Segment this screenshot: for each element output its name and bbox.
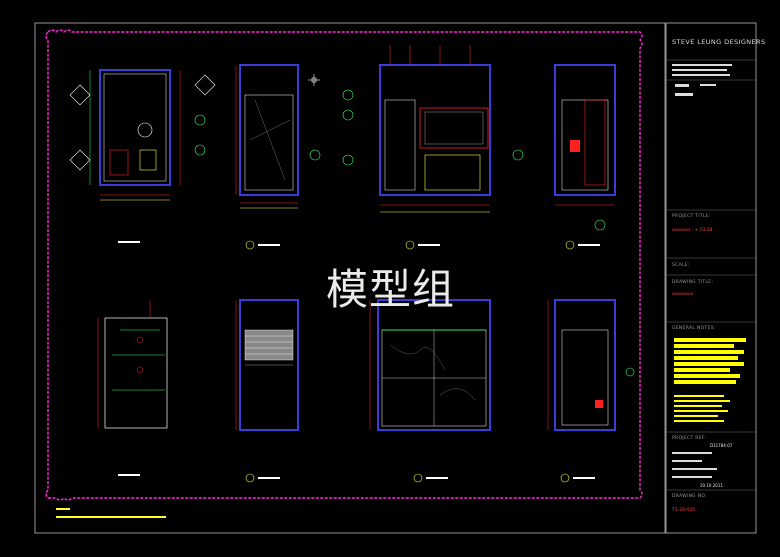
drawing-title-value: xxxxxxxx [672,292,694,297]
elevation-6 [547,299,635,431]
watermark-text: 模型组 [326,265,456,314]
bottom-row-captions [118,473,595,483]
project-title-label: PROJECT TITLE: [672,214,711,219]
ceiling-plan [97,300,168,429]
revision-cloud-border [45,29,643,501]
title-block-frame [665,22,757,534]
crosshair-cursor-icon [308,74,320,86]
elevation-3 [554,64,616,231]
scale-label: SCALE: [672,263,690,268]
elevation-4 [235,299,299,431]
project-ref-value: D11784-07 [710,443,733,448]
project-title-value: xxxxxxx - x-73-28 [672,228,713,233]
drawing-no-value: T3-20-020 [672,508,696,513]
section-marker-icon [69,84,91,106]
bottom-notes [56,508,166,518]
section-marker-icon [194,74,216,96]
section-marker-icon [69,149,91,171]
firm-name: STEVE LEUNG DESIGNERS [672,38,766,46]
top-floor-plan [69,69,216,201]
drawing-title-label: DRAWING TITLE: [672,280,714,285]
title-block-graphics [666,59,756,491]
top-row-captions [118,240,600,250]
general-notes-label: GENERAL NOTES: [672,326,716,331]
sheet-outer-border [34,22,666,534]
elevation-1 [235,64,321,209]
drawing-no-label: DRAWING NO: [672,494,707,499]
project-ref-label: PROJECT REF: [672,436,707,441]
date-value: 20.10.2011 [700,483,723,488]
elevation-2 [308,45,524,213]
elevation-5 [369,299,491,431]
